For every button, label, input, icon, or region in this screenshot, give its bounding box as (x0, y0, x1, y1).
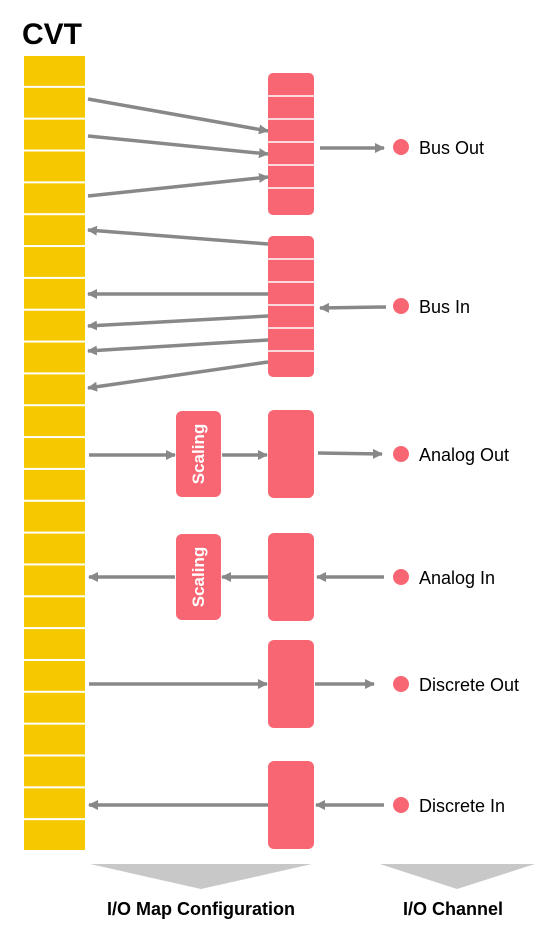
bus-out-map-block (268, 73, 314, 215)
cvt-cell (24, 533, 85, 564)
cvt-cell (24, 597, 85, 628)
cvt-cell (24, 119, 85, 150)
mapping-arrows (87, 97, 387, 810)
channel-label: Analog Out (419, 445, 509, 465)
cvt-cell (24, 247, 85, 277)
cvt-cell (24, 215, 85, 246)
analog-in-map-block (268, 533, 314, 621)
channel-dot (393, 676, 409, 692)
cvt-cell (24, 788, 85, 819)
cvt-cell (24, 629, 85, 659)
cvt-cell (24, 565, 85, 596)
channel-dot (393, 797, 409, 813)
io-channel-label: I/O Channel (403, 899, 503, 919)
channel-dot (393, 569, 409, 585)
channel-discrete-in: Discrete In (393, 796, 505, 816)
cvt-cell (24, 56, 85, 86)
channel-analog-in: Analog In (393, 568, 495, 588)
arrow-bus-in-5 (87, 360, 269, 392)
cvt-column (24, 56, 85, 850)
cvt-cell (24, 342, 85, 373)
cvt-title: CVT (22, 18, 82, 51)
channel-label: Bus Out (419, 138, 484, 158)
cvt-cell (24, 820, 85, 850)
arrow-bus-in-3 (87, 314, 269, 331)
cvt-cell (24, 87, 85, 118)
analog-in-scaling-block: Scaling (176, 534, 221, 620)
discrete-in-map-block (268, 761, 314, 849)
channel-bus-in: Bus In (393, 297, 470, 317)
cvt-cell (24, 278, 85, 309)
channel-dot (393, 139, 409, 155)
arrow-analog-out-channel (317, 448, 383, 459)
arrow-bus-in-1 (87, 225, 269, 246)
cvt-cell (24, 374, 85, 405)
cvt-cell (24, 151, 85, 182)
map-section-triangle (90, 864, 312, 889)
arrow-bus-in-4 (87, 338, 269, 356)
channel-dot (393, 298, 409, 314)
cvt-cell (24, 406, 85, 437)
cvt-cell (24, 756, 85, 787)
cvt-cell (24, 438, 85, 468)
cvt-cell (24, 660, 85, 691)
cvt-cell (24, 724, 85, 755)
cvt-cell (24, 692, 85, 723)
arrow-bus-out-3 (87, 172, 269, 198)
channel-dot (393, 446, 409, 462)
arrow-bus-in-channel (319, 302, 387, 313)
channel-label: Discrete In (419, 796, 505, 816)
cvt-cell (24, 469, 85, 500)
channel-bus-out: Bus Out (393, 138, 484, 158)
channel-section-triangle (380, 864, 535, 889)
io-map-configuration-label: I/O Map Configuration (107, 899, 295, 919)
cvt-cell (24, 501, 85, 532)
channel-label: Bus In (419, 297, 470, 317)
discrete-out-map-block (268, 640, 314, 728)
arrow-bus-out-1 (87, 97, 269, 135)
cvt-cell (24, 310, 85, 341)
analog-out-map-block (268, 410, 314, 498)
analog-out-scaling-block: Scaling (176, 411, 221, 497)
channel-discrete-out: Discrete Out (393, 675, 519, 695)
channel-label: Discrete Out (419, 675, 519, 695)
cvt-cell (24, 183, 85, 214)
analog-out-scaling-label: Scaling (189, 424, 208, 484)
bus-in-map-block (268, 236, 314, 377)
channel-label: Analog In (419, 568, 495, 588)
analog-in-scaling-label: Scaling (189, 547, 208, 607)
arrow-bus-out-2 (87, 134, 269, 159)
channel-analog-out: Analog Out (393, 445, 509, 465)
